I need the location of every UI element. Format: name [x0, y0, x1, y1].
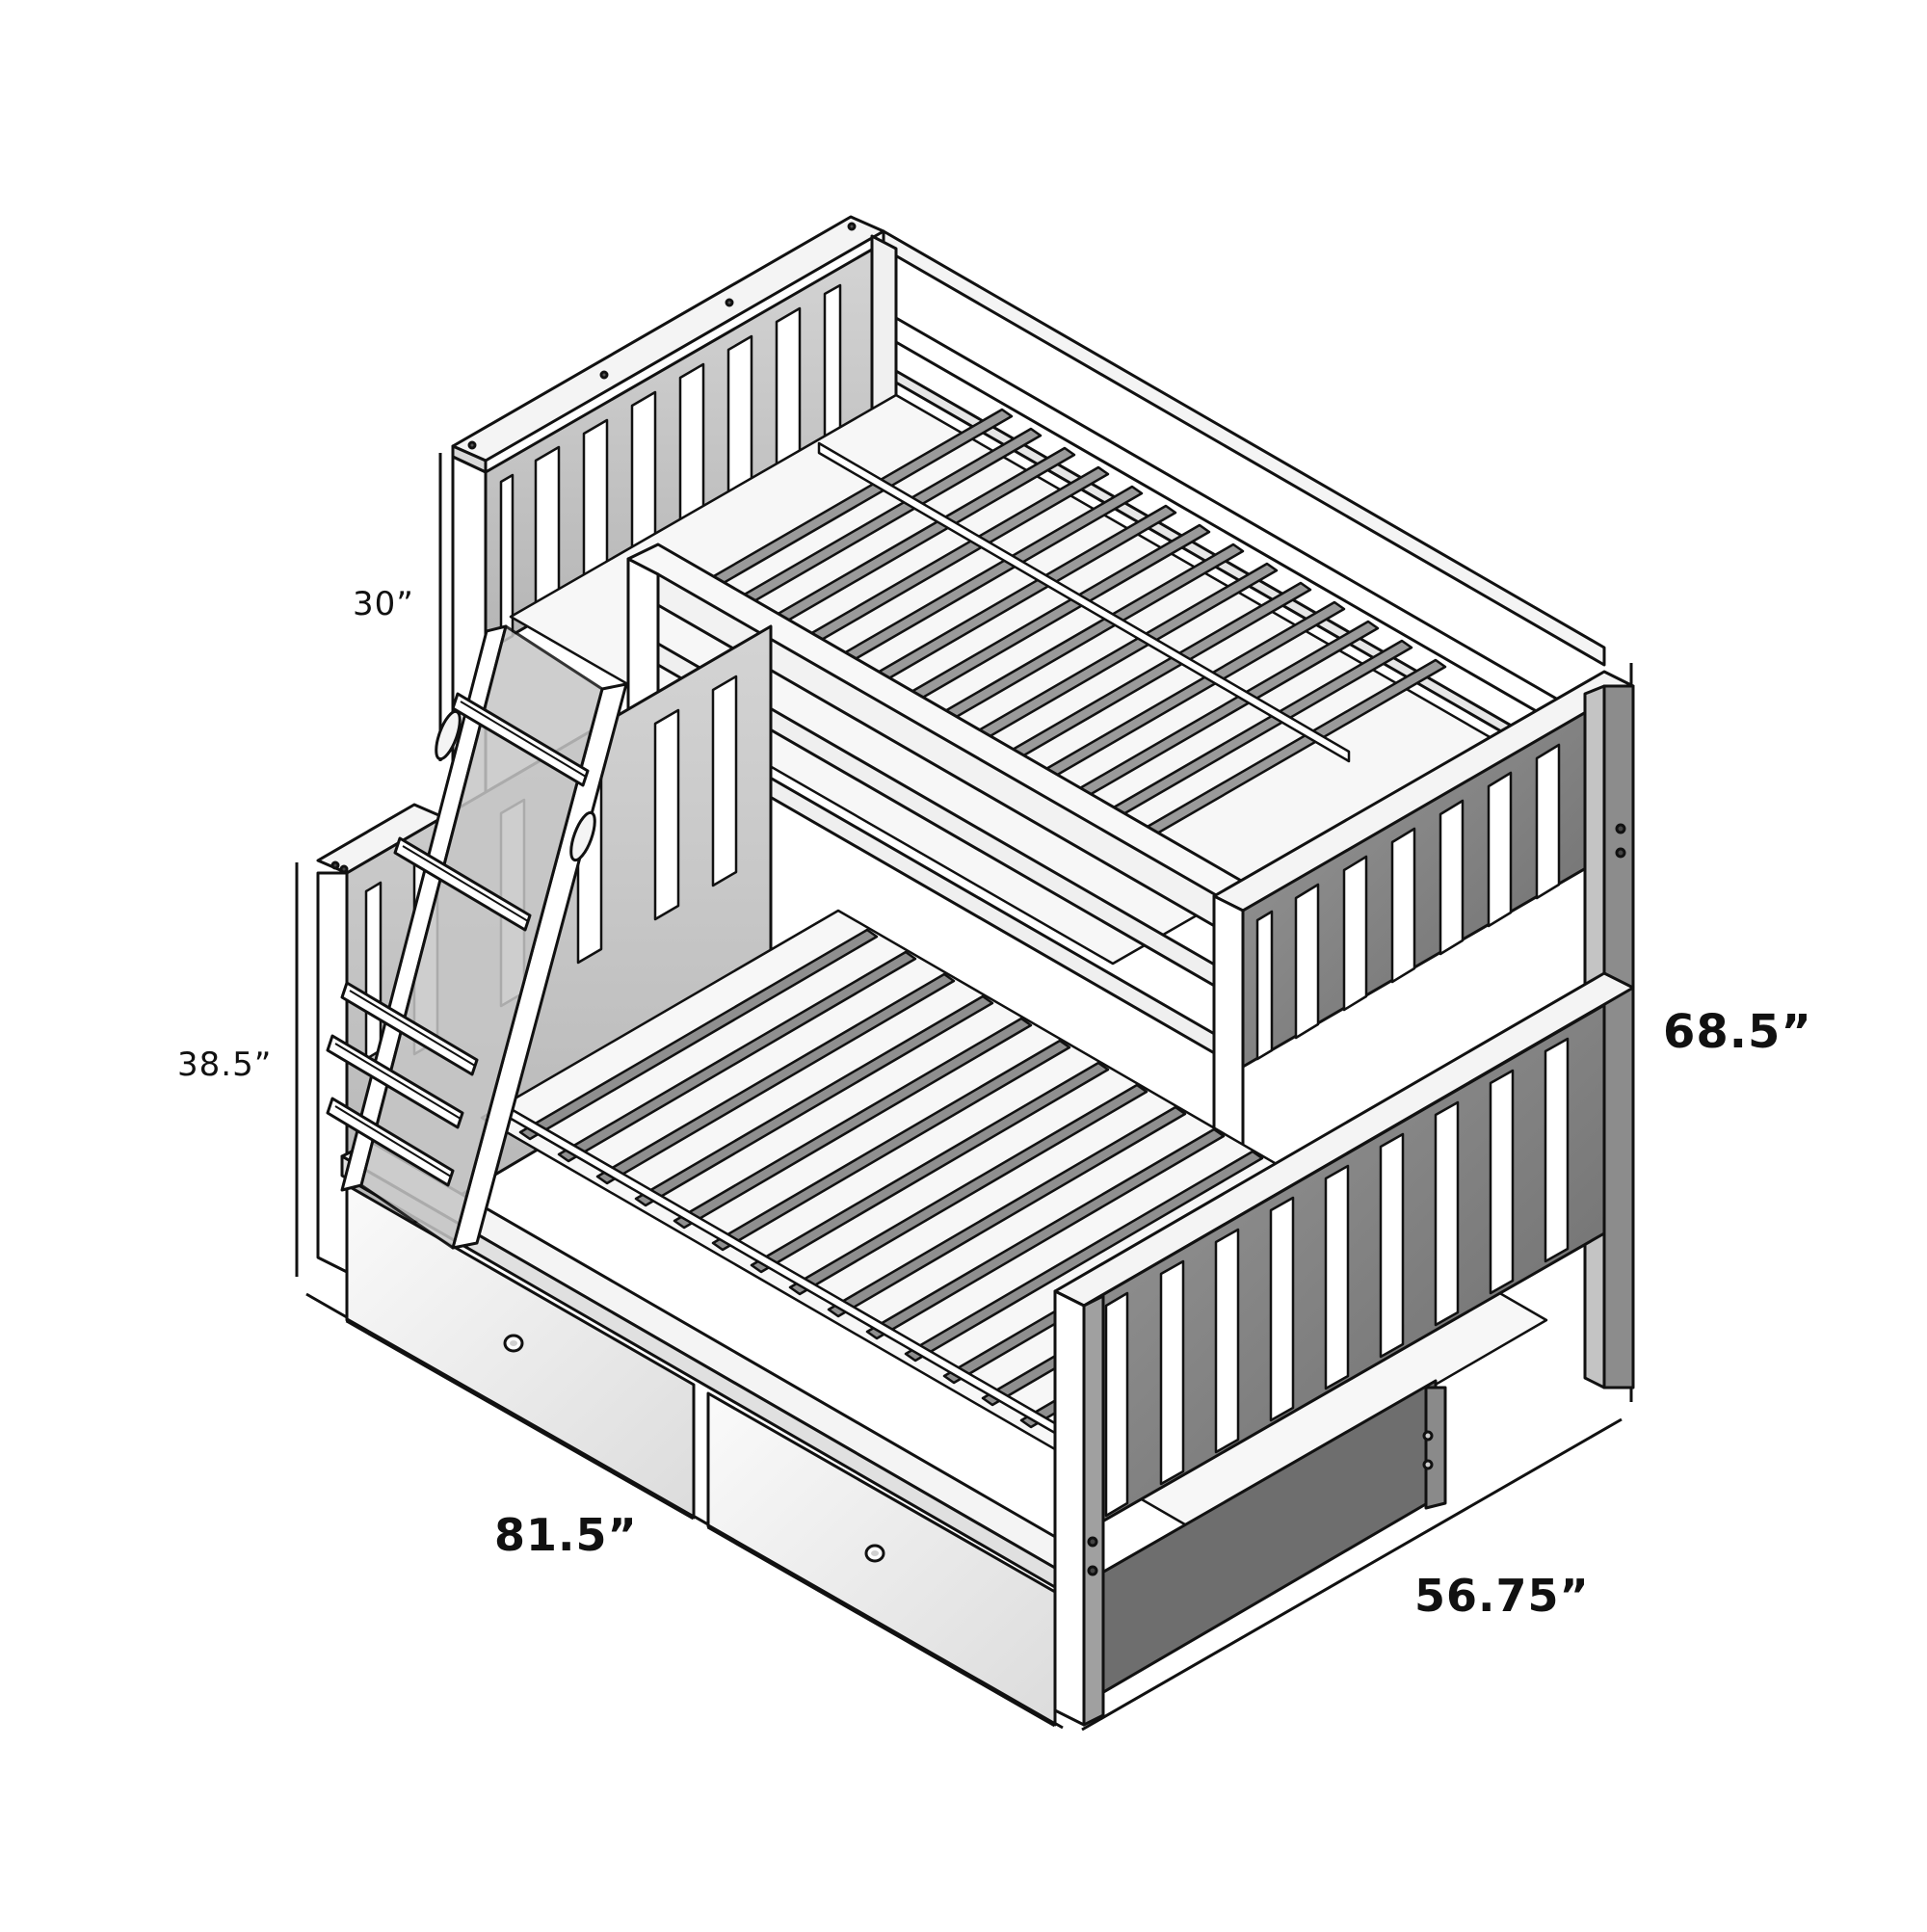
- dim-line-width: [1081, 1417, 1623, 1732]
- dimension-label-total-height: 68.5”: [1663, 1005, 1812, 1059]
- dimension-label-lower-height: 38.5”: [177, 1045, 273, 1084]
- storage-drawers: [345, 1183, 1447, 1728]
- drawer-knob-icon: [864, 1544, 885, 1563]
- upper-slats: [509, 393, 1500, 966]
- ladder-steps: [326, 692, 590, 1187]
- drawer-1: [345, 1183, 696, 1521]
- dimension-label-width: 56.75”: [1414, 1570, 1590, 1622]
- upper-guard-rail: [626, 543, 1245, 1072]
- drawer-2: [706, 1391, 1057, 1728]
- staircase-ladder: [326, 624, 628, 1250]
- drawer-knob-icon: [503, 1334, 524, 1353]
- dimension-label-upper-height: 30”: [353, 585, 414, 623]
- upper-headboard: [451, 215, 885, 966]
- lower-footboard: [1053, 971, 1635, 1727]
- dimension-label-length: 81.5”: [494, 1509, 638, 1561]
